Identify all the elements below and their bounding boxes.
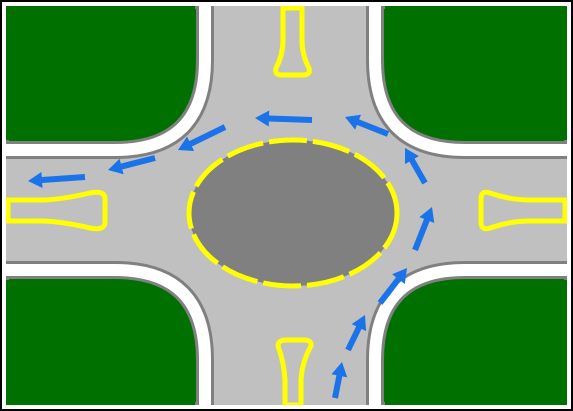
splitter-island-west bbox=[8, 192, 105, 229]
splitter-island-north bbox=[276, 8, 310, 75]
splitter-island-east bbox=[481, 192, 565, 229]
central-island bbox=[189, 140, 397, 286]
